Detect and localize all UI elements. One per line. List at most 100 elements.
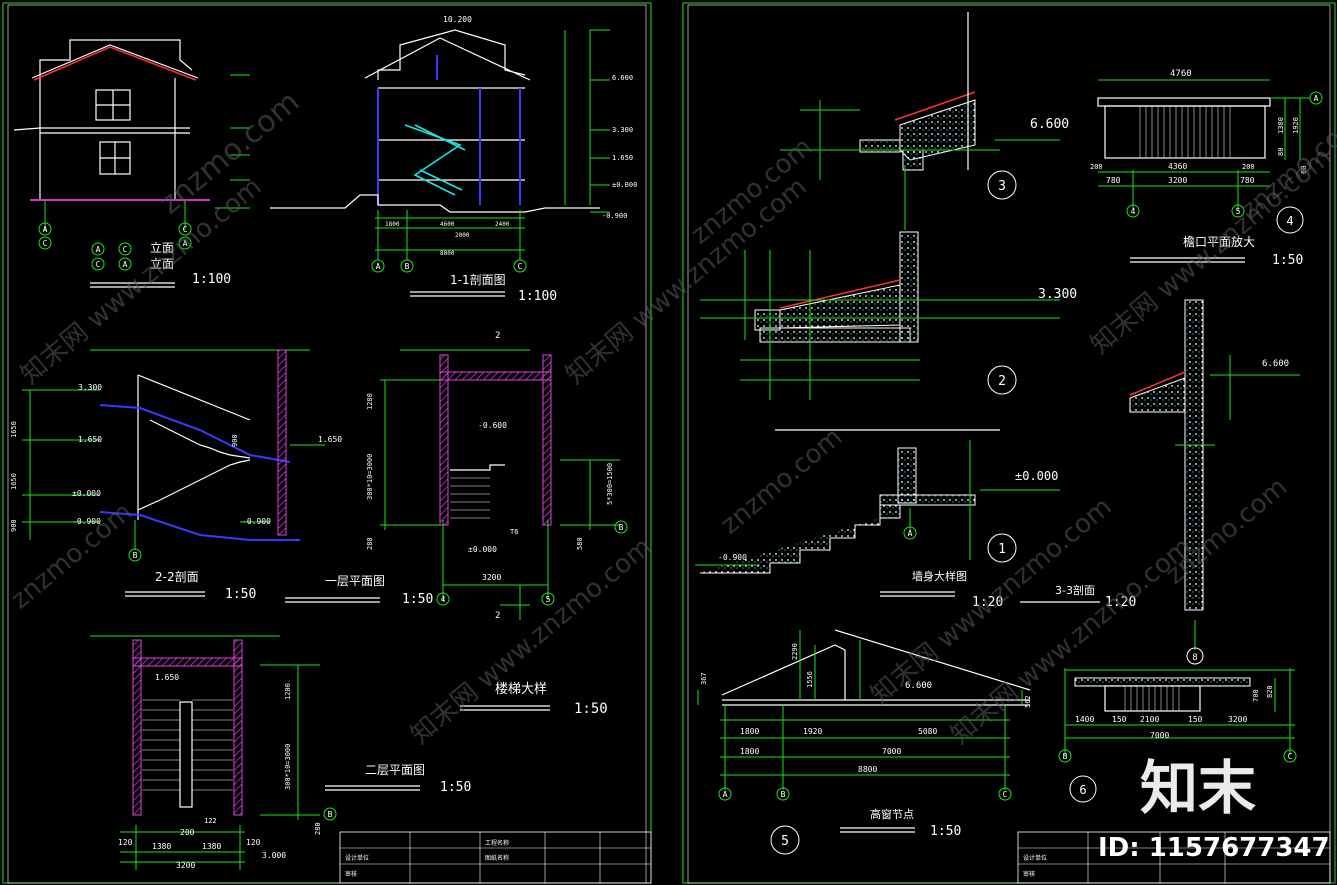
detail-6-number: 6 [1079,783,1086,797]
elevation-title-1: 立面 [150,240,174,255]
axis-bubble [178,222,192,236]
section-2-2-level: 1.650 [78,435,102,444]
eave-plan-dim: 200 [1242,163,1255,171]
title-block-check: 审核 [1023,870,1035,878]
eave-plan-dim: 60 [1300,166,1308,174]
section-2-2-dim: 900 [10,519,18,532]
axis-bubble [614,520,628,534]
floor1-scale: 1:50 [402,592,433,607]
eave-plan-dim: 1920 [1292,117,1300,134]
axis-label: B [133,551,138,560]
detail-6-dim: 1400 [1075,715,1094,724]
axis-label: C [518,262,523,271]
section-1-1-scale: 1:100 [518,289,557,304]
elevation-drawing [13,39,250,230]
section-1-1-drawing [270,29,610,260]
eave-plan-title: 檐口平面放大 [1183,234,1255,249]
axis-bubble [513,259,527,273]
detail-6-drawing [1064,668,1295,755]
section-top-level: 10.200 [443,15,472,24]
section-2-2-scale: 1:50 [225,587,256,602]
section-dim: 2000 [455,232,470,239]
watermark-text: 知末网 www.znzmo.com [560,172,812,391]
section-3-3-drawing [1129,299,1300,650]
axis-bubble [400,259,414,273]
left-sheet-inner-frame [7,4,647,884]
detail-6-dim: 820 [1266,685,1274,698]
axis-label: A [43,225,48,234]
detail-5-number: 5 [781,834,789,849]
section-level: ±0.000 [612,181,637,189]
detail-3-drawing [780,12,1060,230]
stair-detail-scale: 1:50 [574,701,608,717]
eave-plan-dim: 780 [1106,176,1121,185]
axis-bubble [118,257,132,271]
axis-label: 5 [1236,207,1241,216]
wall-detail-title: 墙身大样图 [912,569,967,583]
detail-6-dim: 3200 [1228,715,1247,724]
floor1-dim: 280 [366,537,374,550]
floor2-dim: 120 [246,838,261,847]
section-2-2-dim: 900 [231,434,239,447]
section-level: 3.300 [612,126,633,134]
axis-bubble [1283,749,1297,763]
floor1-title: 一层平面图 [325,574,385,588]
elevation-title-2: 立面 [150,256,174,271]
watermark-layer: znzmo.com 知末网 www.znzmo.com znzmo.com 知末… [5,84,1337,750]
window-node-dim: 5080 [918,727,937,736]
floor2-dim: 3200 [176,861,195,870]
axis-label: B [619,523,624,532]
axis-label: C [96,260,101,269]
axis-bubble [371,259,385,273]
axis-label: C [123,245,128,254]
elevation-scale: 1:100 [192,272,231,287]
eave-plan-dim: 200 [1090,163,1103,171]
window-node-scale: 1:50 [930,824,961,839]
axis-bubble [776,787,790,801]
eave-plan-grating [1139,106,1231,158]
floor2-scale: 1:50 [440,780,471,795]
axis-bubble [541,592,555,606]
eave-plan-dim: 80 [1277,148,1285,156]
axis-label: A [723,790,728,799]
axis-label: A [123,260,128,269]
axis-label: C [1288,752,1293,761]
detail-2-drawing [700,231,1060,431]
axis-label: A [908,529,913,538]
floor1-level: ±0.000 [468,545,497,554]
section-dim: 8800 [440,250,455,257]
detail-6-dim: 2100 [1140,715,1159,724]
floor2-dim: 200 [180,828,195,837]
eave-plan-drawing [1097,79,1310,210]
watermark-text: 知末网 www.znzmo.com [945,532,1197,751]
window-node-level: 6.600 [905,681,932,691]
section-2-2-level: ±0.000 [72,489,101,498]
axis-label: A [96,245,101,254]
floor1-dim: 580 [576,537,584,550]
floor2-dim: 300*10=3000 [284,744,292,790]
floor2-level: 3.000 [262,851,286,860]
detail-1-level-low: -0.900 [718,553,747,562]
floor2-dim: 1380 [202,842,221,851]
eave-plan-scale: 1:50 [1272,253,1303,268]
section-2-2-level: 3.300 [78,383,102,392]
title-block-design: 设计单位 [1023,854,1047,862]
watermark-text: znzmo.com [5,497,138,615]
detail-4-bubble [1276,206,1304,234]
title-block-drawing: 图纸名称 [485,854,509,862]
window-node-dim: 7000 [882,747,901,756]
detail-6-dim: 150 [1188,715,1203,724]
axis-bubble [178,236,192,250]
floor2-title: 二层平面图 [365,763,425,777]
floor1-level: -0.600 [478,421,507,430]
section-3-3-scale: 1:20 [1105,595,1136,610]
watermark-text: znzmo.com [715,422,848,540]
axis-bubble [1126,204,1140,218]
section-2-2-level: -0.900 [242,517,271,526]
title-block-check: 审核 [345,870,357,878]
floor1-dim: 300*10=3000 [366,454,374,500]
watermark-logo: 知末 [1140,754,1256,822]
floor1-stair-treads [450,477,490,519]
section-dim: 1800 [385,221,400,228]
